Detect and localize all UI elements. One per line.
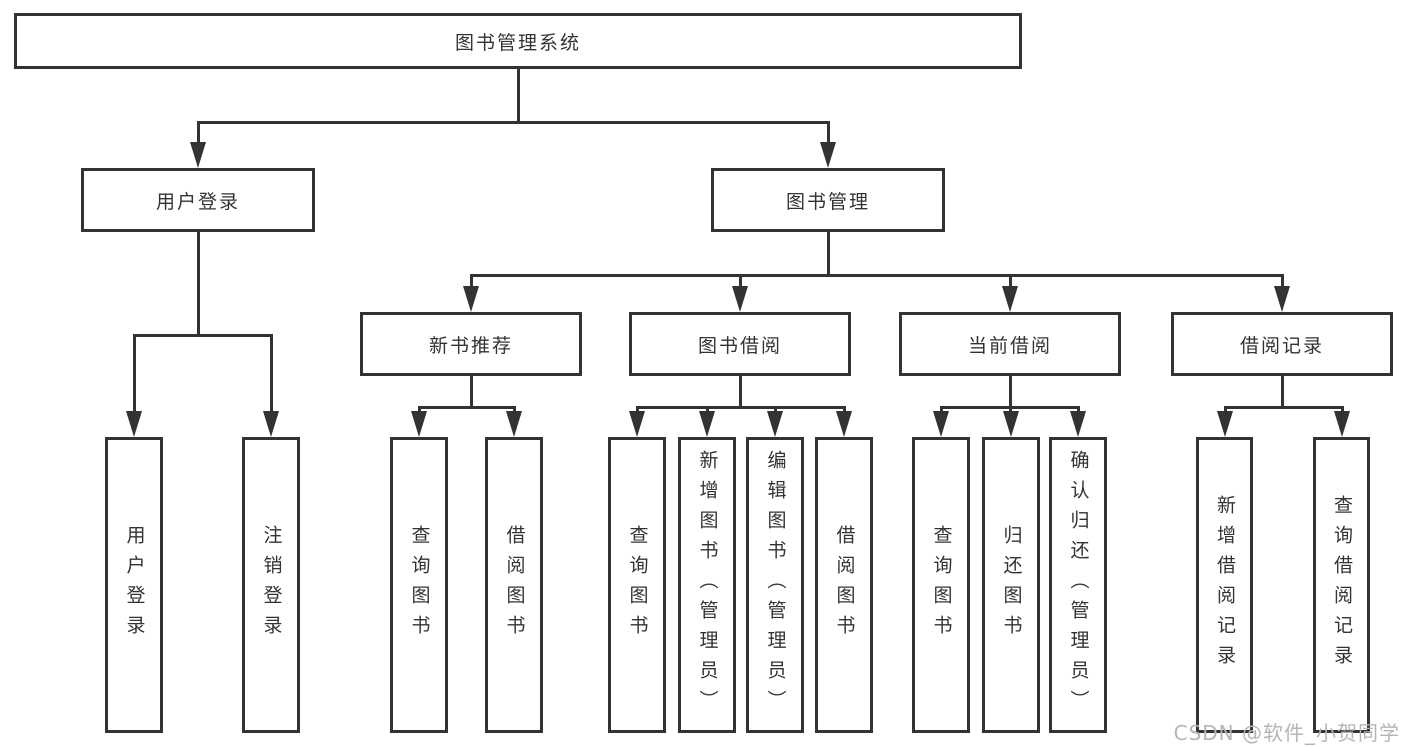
connector-drop-leaf xyxy=(133,334,136,416)
leaf-return-books: 归还图书 xyxy=(982,437,1040,733)
connector-stem xyxy=(470,376,473,409)
leaf-user-login: 用户登录 xyxy=(105,437,163,733)
arrowhead-icon xyxy=(699,411,715,437)
arrowhead-icon xyxy=(767,411,783,437)
arrowhead-icon xyxy=(463,286,479,312)
csdn-watermark: CSDN @软件_小贺同学 xyxy=(1173,721,1400,745)
arrowhead-icon xyxy=(732,286,748,312)
arrowhead-icon xyxy=(190,142,206,168)
leaf-borrow-books: 借阅图书 xyxy=(815,437,873,733)
leaf-query-books: 查询图书 xyxy=(608,437,666,733)
connector-root-stem xyxy=(517,69,520,123)
connector-drop-book-mgmt xyxy=(827,121,830,149)
leaf-add-books-admin: 新增图书（管理员） xyxy=(678,437,736,733)
node-borrow-records: 借阅记录 xyxy=(1171,312,1393,376)
connector-branch xyxy=(636,406,846,409)
arrowhead-icon xyxy=(263,411,279,437)
node-library-system: 图书管理系统 xyxy=(14,13,1022,69)
arrowhead-icon xyxy=(1217,411,1233,437)
leaf-borrow-books: 借阅图书 xyxy=(485,437,543,733)
connector-branch xyxy=(1224,406,1344,409)
node-book-borrow: 图书借阅 xyxy=(629,312,851,376)
connector-stem xyxy=(739,376,742,409)
arrowhead-icon xyxy=(933,411,949,437)
arrowhead-icon xyxy=(411,411,427,437)
node-user-login: 用户登录 xyxy=(81,168,315,232)
connector-login-branch xyxy=(133,334,273,337)
leaf-query-books: 查询图书 xyxy=(390,437,448,733)
leaf-confirm-return-admin: 确认归还（管理员） xyxy=(1049,437,1107,733)
arrowhead-icon xyxy=(1334,411,1350,437)
leaf-query-books: 查询图书 xyxy=(912,437,970,733)
arrowhead-icon xyxy=(820,142,836,168)
leaf-edit-books-admin: 编辑图书（管理员） xyxy=(746,437,804,733)
connector-login-stem xyxy=(197,232,200,337)
arrowhead-icon xyxy=(836,411,852,437)
arrowhead-icon xyxy=(126,411,142,437)
arrowhead-icon xyxy=(629,411,645,437)
connector-drop-l3 xyxy=(1009,274,1012,290)
connector-stem xyxy=(1009,376,1012,409)
arrowhead-icon xyxy=(1274,286,1290,312)
connector-drop-l3 xyxy=(1281,274,1284,290)
connector-drop-l3 xyxy=(470,274,473,290)
connector-mgmt-stem xyxy=(827,232,830,277)
arrowhead-icon xyxy=(1003,411,1019,437)
leaf-add-borrow-record: 新增借阅记录 xyxy=(1196,437,1253,733)
connector-mgmt-branch xyxy=(470,274,1283,277)
node-new-book-recommend: 新书推荐 xyxy=(360,312,582,376)
connector-branch xyxy=(418,406,516,409)
arrowhead-icon xyxy=(1002,286,1018,312)
node-book-management: 图书管理 xyxy=(711,168,945,232)
connector-drop-l3 xyxy=(739,274,742,290)
connector-stem xyxy=(1281,376,1284,409)
connector-root-branch xyxy=(197,121,830,124)
connector-drop-leaf xyxy=(270,334,273,416)
leaf-query-borrow-record: 查询借阅记录 xyxy=(1313,437,1370,733)
leaf-logout: 注销登录 xyxy=(242,437,300,733)
node-current-borrow: 当前借阅 xyxy=(899,312,1121,376)
arrowhead-icon xyxy=(1070,411,1086,437)
connector-drop-user-login xyxy=(197,121,200,149)
arrowhead-icon xyxy=(506,411,522,437)
